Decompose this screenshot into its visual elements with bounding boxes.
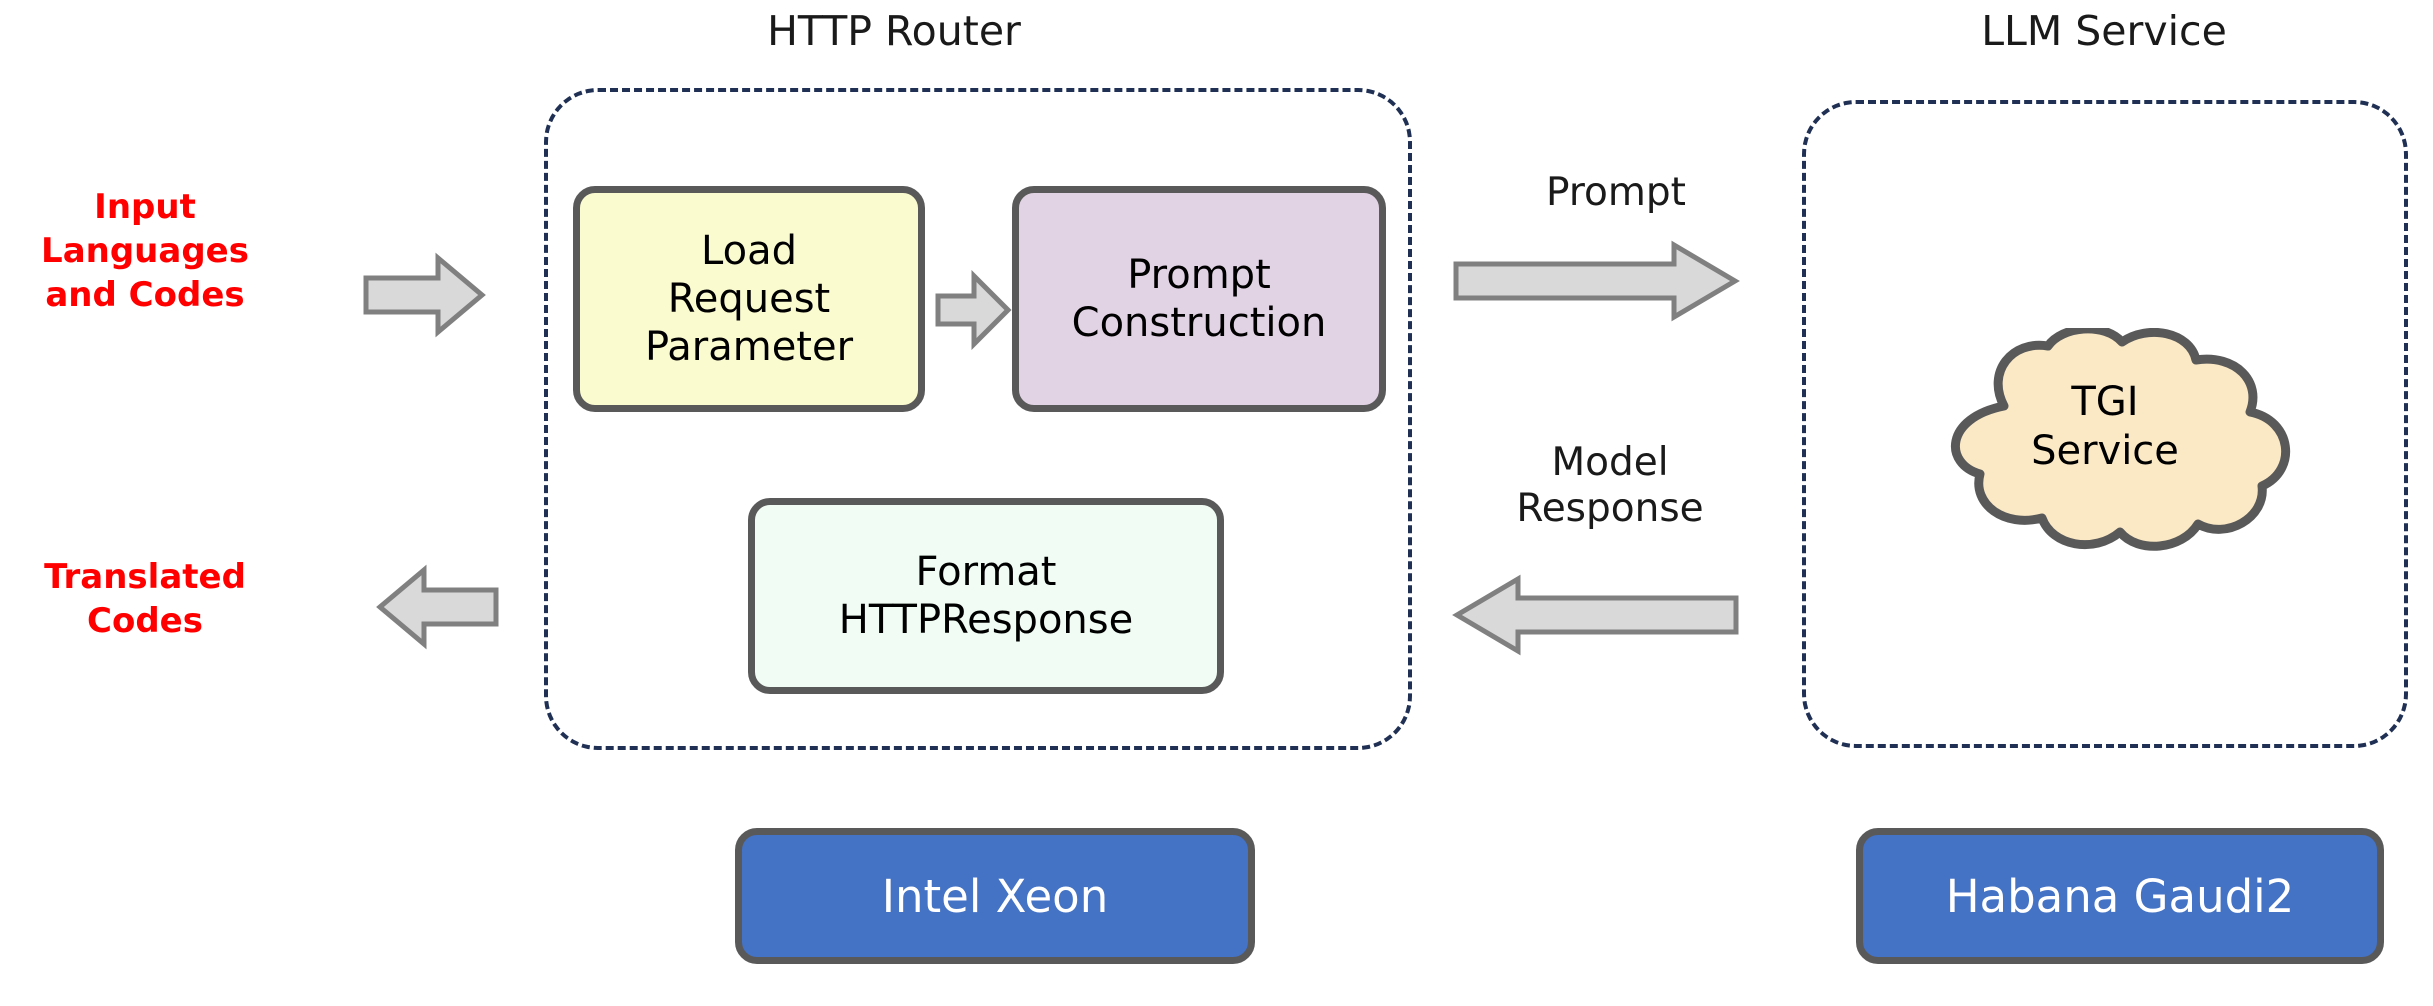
llm-service-title: LLM Service — [1981, 7, 2227, 55]
load-request-parameter-label: Load Request Parameter — [644, 228, 854, 370]
intel-xeon-bar[interactable]: Intel Xeon — [735, 828, 1255, 964]
tgi-service-cloud-shape[interactable] — [1900, 324, 2312, 560]
format-http-response-box[interactable]: Format HTTPResponse — [748, 498, 1224, 694]
intel-xeon-label: Intel Xeon — [881, 869, 1109, 923]
prompt-edge-label: Prompt — [1546, 170, 1686, 215]
http-router-title: HTTP Router — [767, 7, 1021, 55]
prompt-flow-arrow-icon — [1452, 240, 1740, 322]
internal-flow-arrow-icon — [934, 269, 1012, 351]
prompt-construction-box[interactable]: Prompt Construction — [1012, 186, 1386, 412]
load-request-parameter-box[interactable]: Load Request Parameter — [573, 186, 925, 412]
input-arrow-icon — [362, 252, 488, 338]
model-response-edge-label: Model Response — [1516, 440, 1704, 532]
prompt-construction-label: Prompt Construction — [1071, 252, 1327, 346]
translated-codes-label: Translated Codes — [44, 557, 246, 642]
input-languages-and-codes-label: Input Languages and Codes — [41, 187, 249, 316]
http-router-boundary — [544, 88, 1412, 750]
output-arrow-icon — [370, 564, 500, 650]
model-response-flow-arrow-icon — [1448, 574, 1740, 656]
llm-service-boundary — [1802, 100, 2408, 748]
habana-gaudi2-label: Habana Gaudi2 — [1945, 869, 2295, 923]
format-http-response-label: Format HTTPResponse — [838, 549, 1134, 643]
habana-gaudi2-bar[interactable]: Habana Gaudi2 — [1856, 828, 2384, 964]
